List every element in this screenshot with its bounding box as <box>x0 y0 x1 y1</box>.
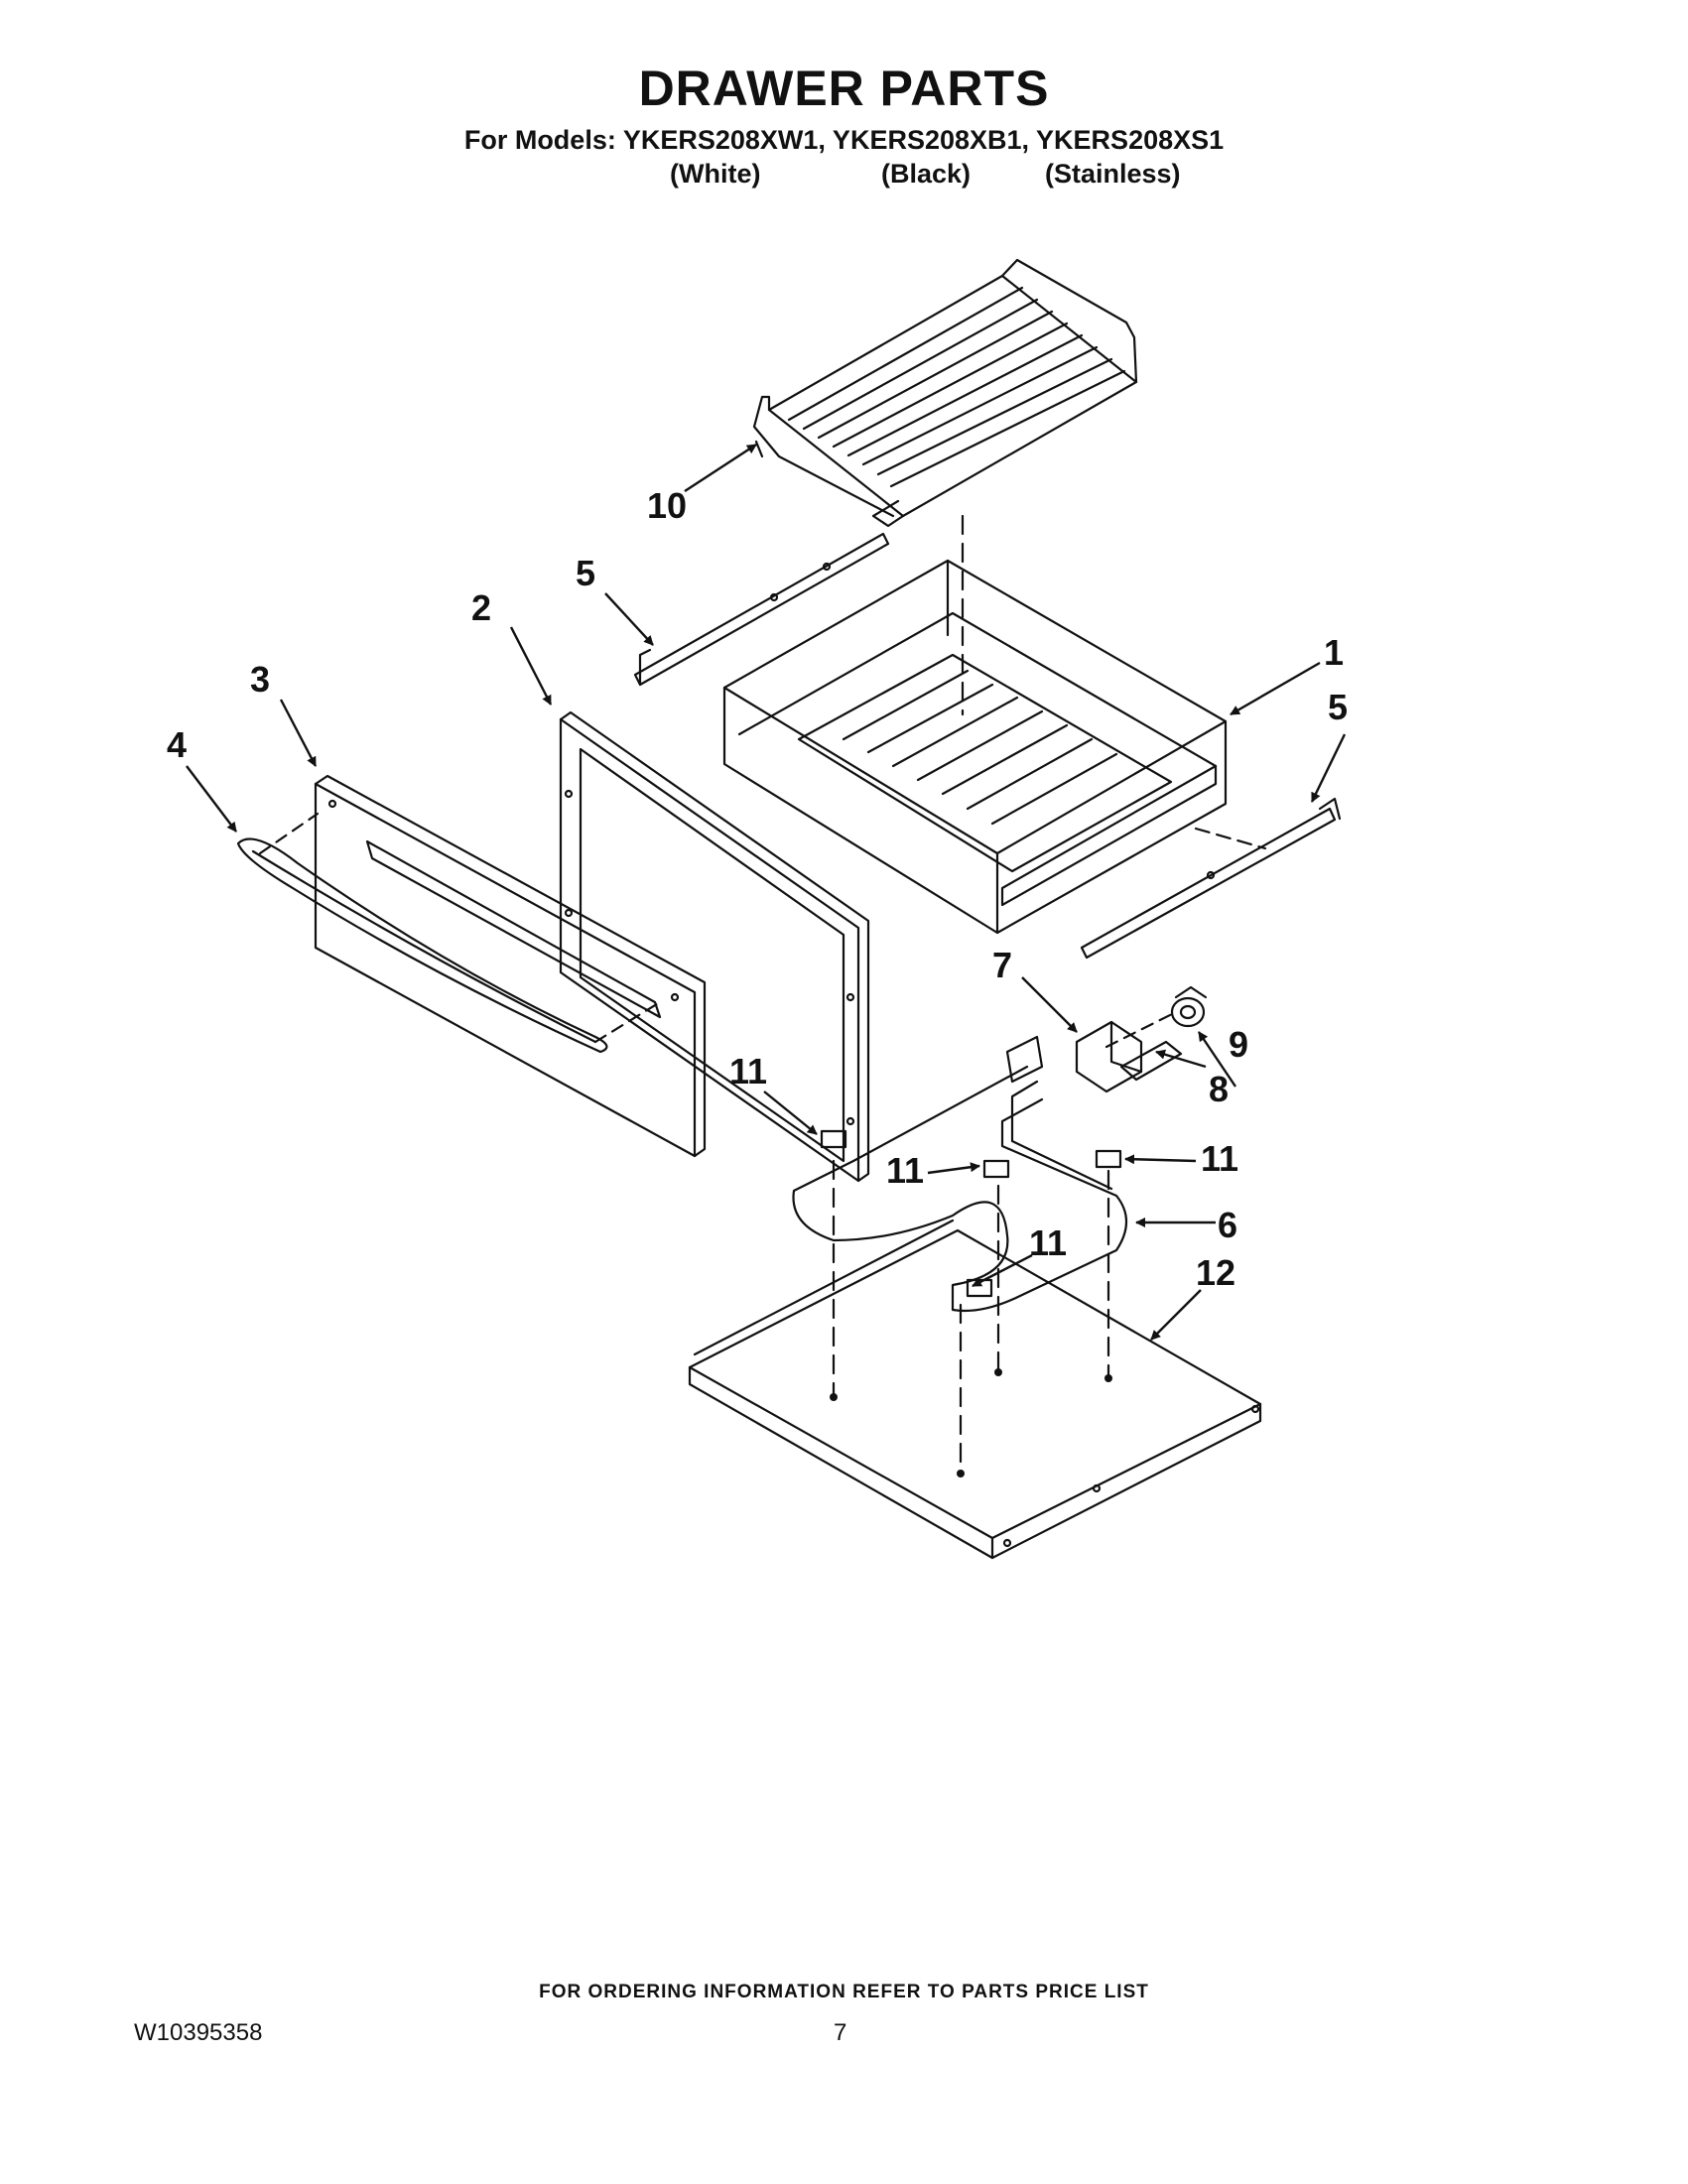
callout-6: 6 <box>1218 1205 1237 1245</box>
callout-3: 3 <box>250 659 270 700</box>
pan-holes <box>830 1368 1112 1477</box>
drawer-body-part <box>722 559 1228 935</box>
clip-alignment-lines <box>832 1159 1110 1471</box>
inner-door-panel-part <box>559 710 870 1183</box>
callout-9: 9 <box>1229 1024 1248 1065</box>
left-drawer-slide-part <box>633 532 890 687</box>
callout-2: 2 <box>471 587 491 628</box>
handle-alignment-line-top <box>258 812 320 855</box>
callout-11-middle: 11 <box>886 1150 924 1191</box>
sensor-bracket-part <box>1075 1020 1183 1093</box>
ordering-note: FOR ORDERING INFORMATION REFER TO PARTS … <box>539 1982 1149 2002</box>
door-front-part <box>314 774 707 1158</box>
color-stainless-label: (Stainless) <box>1045 159 1181 189</box>
bottom-pan-part <box>688 1219 1262 1560</box>
door-handle-part <box>236 837 608 1054</box>
callout-10: 10 <box>647 485 687 526</box>
callout-5-right: 5 <box>1328 687 1348 727</box>
callout-5-left: 5 <box>576 553 595 593</box>
callout-leaders <box>186 443 1347 1341</box>
right-drawer-slide-part <box>1080 797 1342 960</box>
page-number: 7 <box>834 2019 847 2046</box>
color-white-label: (White) <box>670 159 761 189</box>
wire-rack-part <box>752 258 1138 528</box>
bracket-alignment-line <box>1104 1010 1178 1049</box>
page-header: DRAWER PARTS For Models: YKERS208XW1, YK… <box>0 60 1688 156</box>
callout-11-lower: 11 <box>1029 1222 1067 1263</box>
bake-element-part <box>792 1035 1128 1313</box>
handle-alignment-line-bottom <box>593 1000 662 1044</box>
callout-11-right: 11 <box>1201 1138 1238 1179</box>
models-line: For Models: YKERS208XW1, YKERS208XB1, YK… <box>463 125 1225 155</box>
callout-11-left: 11 <box>729 1051 767 1092</box>
page-title: DRAWER PARTS <box>638 61 1050 116</box>
callout-8: 8 <box>1209 1069 1229 1109</box>
callout-4: 4 <box>167 724 187 765</box>
document-number: W10395358 <box>134 2019 263 2046</box>
thermal-sensor-part <box>1170 985 1208 1028</box>
slide-alignment-line <box>1194 827 1267 850</box>
color-black-label: (Black) <box>881 159 972 189</box>
callout-12: 12 <box>1196 1252 1235 1293</box>
callout-7: 7 <box>992 945 1012 985</box>
callout-1: 1 <box>1324 632 1344 673</box>
